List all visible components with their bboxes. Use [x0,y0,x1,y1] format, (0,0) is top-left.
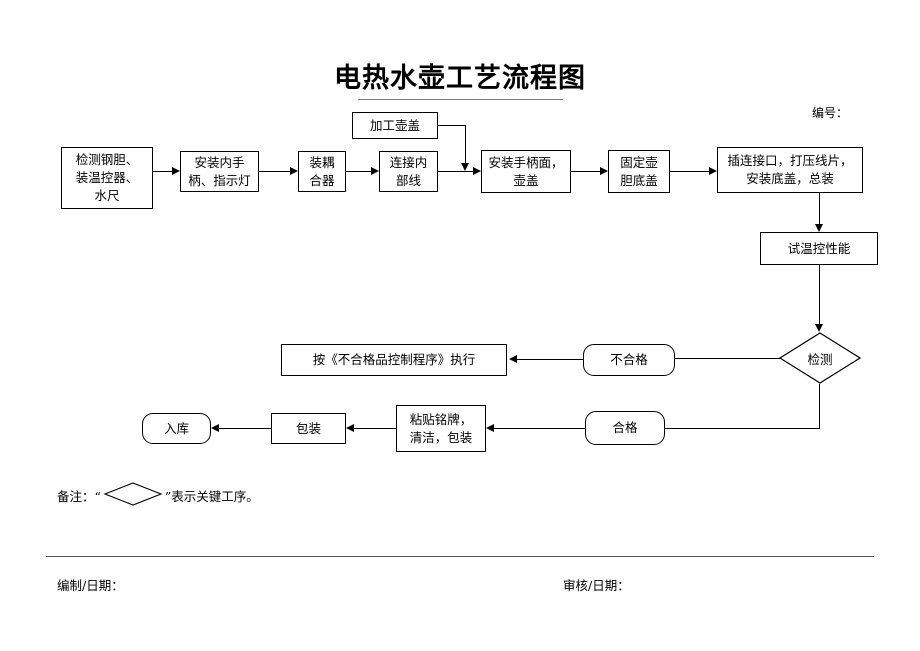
connector-pass-to-labelpack [494,428,585,429]
node-install-coupler[interactable]: 装耦 合器 [298,151,346,192]
title-underline [358,99,563,100]
node-machine-lid[interactable]: 加工壶盖 [352,112,438,139]
arrowhead-assembly-to-test [815,224,823,232]
connector-machine-lid-right [438,125,466,126]
node-pass[interactable]: 合格 [585,411,665,445]
connector-coupler-to-wire [346,171,371,172]
arrowhead-coupler-to-wire [371,167,379,175]
arrowhead-handle-to-coupler [290,167,298,175]
node-packaging[interactable]: 包装 [271,413,346,444]
node-label-clean-pack[interactable]: 粘贴铭牌， 清洁，包装 [396,405,486,452]
connector-packaging-to-warehouse [219,428,271,429]
connector-assembly-to-test [819,193,820,224]
connector-handle-to-coupler [259,171,290,172]
connector-labelpack-to-packaging [354,428,396,429]
node-connect-inner-wire[interactable]: 连接内 部线 [379,151,438,192]
doc-number-label: 编号： [812,106,849,120]
connector-wire-to-handle-lid [438,171,473,172]
arrowhead-inspect-to-handle [172,167,180,175]
node-warehouse[interactable]: 入库 [142,413,211,444]
arrowhead-labelpack-to-packaging [346,424,354,432]
node-install-handle-lid[interactable]: 安装手柄面， 壶盖 [481,150,571,193]
remark-prefix: 备注：“ [57,489,101,504]
arrowhead-test-to-decision [815,324,823,332]
arrowhead-liner-to-assembly [709,167,717,175]
connector-handle-lid-to-liner [571,171,600,172]
node-install-inner-handle[interactable]: 安装内手 柄、指示灯 [180,151,259,192]
connector-decision-to-pass [665,428,820,429]
arrowhead-wire-to-handle-lid [473,167,481,175]
connector-decision-to-fail [675,358,780,359]
arrowhead-machine-lid-into-flow [461,163,469,171]
node-test-thermostat[interactable]: 试温控性能 [760,232,878,265]
connector-liner-to-assembly [670,171,709,172]
connector-fail-to-nc [517,359,583,360]
node-inspection-label: 检测 [807,351,833,367]
page-title: 电热水壶工艺流程图 [334,63,586,94]
key-process-diamond-icon [103,481,163,510]
arrowhead-handle-lid-to-liner [600,167,608,175]
remark-suffix: ”表示关键工序。 [164,489,259,504]
node-inspect[interactable]: 检测钢胆、 装温控器、 水尺 [61,147,153,209]
node-fix-liner-base[interactable]: 固定壶 胆底盖 [608,150,670,193]
arrowhead-packaging-to-warehouse [211,424,219,432]
footer-divider [46,556,874,557]
node-inspection-decision[interactable]: 检测 [779,332,861,384]
node-nonconforming-procedure[interactable]: 按《不合格品控制程序》执行 [281,344,507,376]
connector-inspect-to-handle [153,171,172,172]
footer-prepared-by: 编制/日期： [57,578,124,593]
connector-machine-lid-down [465,125,466,163]
connector-decision-down [819,384,820,428]
connector-test-to-decision [819,265,820,324]
arrowhead-pass-to-labelpack [486,424,494,432]
arrowhead-fail-to-nc [509,355,517,363]
node-assembly[interactable]: 插连接口，打压线片， 安装底盖，总装 [717,147,863,193]
footer-reviewed-by: 审核/日期： [563,578,630,593]
remark: 备注：“ ”表示关键工序。 [57,481,259,510]
node-fail[interactable]: 不合格 [583,344,675,376]
